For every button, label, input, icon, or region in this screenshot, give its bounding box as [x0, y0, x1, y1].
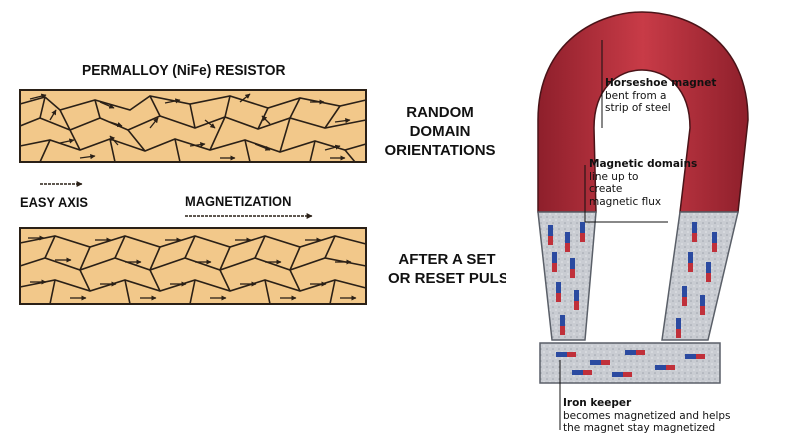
magnetic-domains [548, 222, 717, 377]
domains-callout: Magnetic domains line up to create magne… [589, 158, 698, 208]
after-pulse-label: AFTER A SET OR RESET PULSE [388, 251, 506, 287]
random-domain-strip [19, 89, 367, 163]
random-domain-label: RANDOM DOMAIN ORIENTATIONS [384, 104, 496, 159]
easy-axis-label: EASY AXIS [20, 194, 89, 210]
permalloy-title: PERMALLOY (NiFe) RESISTOR [82, 62, 286, 79]
magnetization-label: MAGNETIZATION [185, 193, 292, 209]
keeper-callout: Iron keeper becomes magnetized and helps… [563, 397, 731, 434]
horseshoe-callout: Horseshoe magnet bent from a strip of st… [605, 77, 717, 114]
horseshoe-magnet [537, 11, 749, 430]
aligned-domain-strip [19, 227, 367, 305]
